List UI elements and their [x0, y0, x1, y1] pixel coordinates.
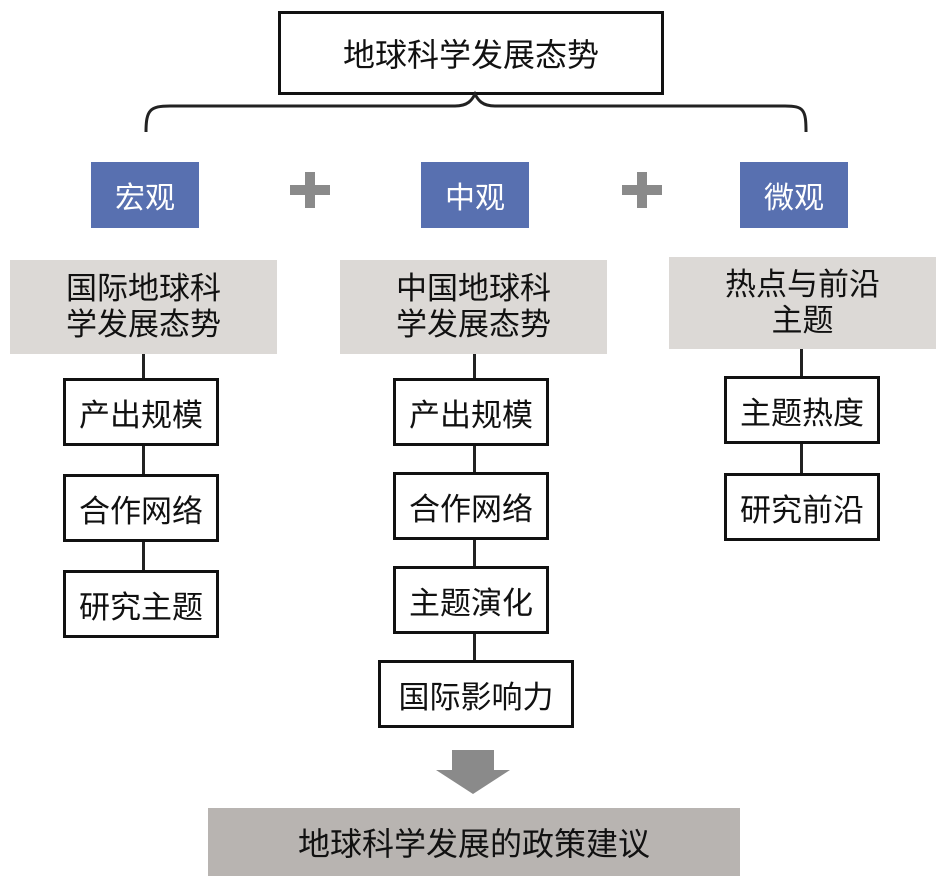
- plus-icon: [290, 172, 330, 208]
- item-label: 合作网络: [79, 493, 203, 530]
- conclusion-box: 地球科学发展的政策建议: [208, 808, 740, 876]
- item-label: 研究主题: [79, 589, 203, 626]
- item-collaboration-network: 合作网络: [393, 472, 549, 540]
- category-china-line1: 中国地球科: [396, 271, 551, 307]
- item-label: 产出规模: [409, 397, 533, 434]
- item-international-influence: 国际影响力: [378, 660, 574, 728]
- level-macro: 宏观: [91, 162, 199, 228]
- item-output-scale: 产出规模: [393, 378, 549, 446]
- level-macro-label: 宏观: [115, 181, 175, 216]
- plus-icon: [622, 172, 662, 208]
- item-research-frontier: 研究前沿: [724, 473, 880, 541]
- item-output-scale: 产出规模: [63, 378, 219, 446]
- column-connector: [142, 354, 145, 574]
- category-international-line2: 学发展态势: [66, 307, 221, 343]
- item-label: 主题演化: [409, 585, 533, 622]
- category-international: 国际地球科 学发展态势: [10, 260, 277, 354]
- item-label: 研究前沿: [740, 492, 864, 529]
- level-micro-label: 微观: [764, 181, 824, 216]
- item-label: 主题热度: [740, 395, 864, 432]
- category-china-line2: 学发展态势: [396, 307, 551, 343]
- category-hotspot-line2: 主题: [771, 303, 834, 339]
- item-label: 产出规模: [79, 397, 203, 434]
- top-title-box: 地球科学发展态势: [278, 11, 664, 95]
- level-micro: 微观: [740, 162, 848, 228]
- category-international-line1: 国际地球科: [66, 271, 221, 307]
- conclusion-label: 地球科学发展的政策建议: [297, 825, 650, 863]
- item-topic-evolution: 主题演化: [393, 566, 549, 634]
- level-meso-label: 中观: [445, 181, 505, 216]
- item-collaboration-network: 合作网络: [63, 474, 219, 542]
- level-meso: 中观: [421, 162, 529, 228]
- category-hotspot-line1: 热点与前沿: [725, 267, 880, 303]
- top-title: 地球科学发展态势: [342, 36, 599, 74]
- category-hotspot: 热点与前沿 主题: [669, 257, 936, 349]
- item-topic-popularity: 主题热度: [724, 376, 880, 444]
- category-china: 中国地球科 学发展态势: [340, 260, 607, 354]
- item-label: 合作网络: [409, 491, 533, 528]
- item-label: 国际影响力: [398, 679, 554, 716]
- item-research-topics: 研究主题: [63, 570, 219, 638]
